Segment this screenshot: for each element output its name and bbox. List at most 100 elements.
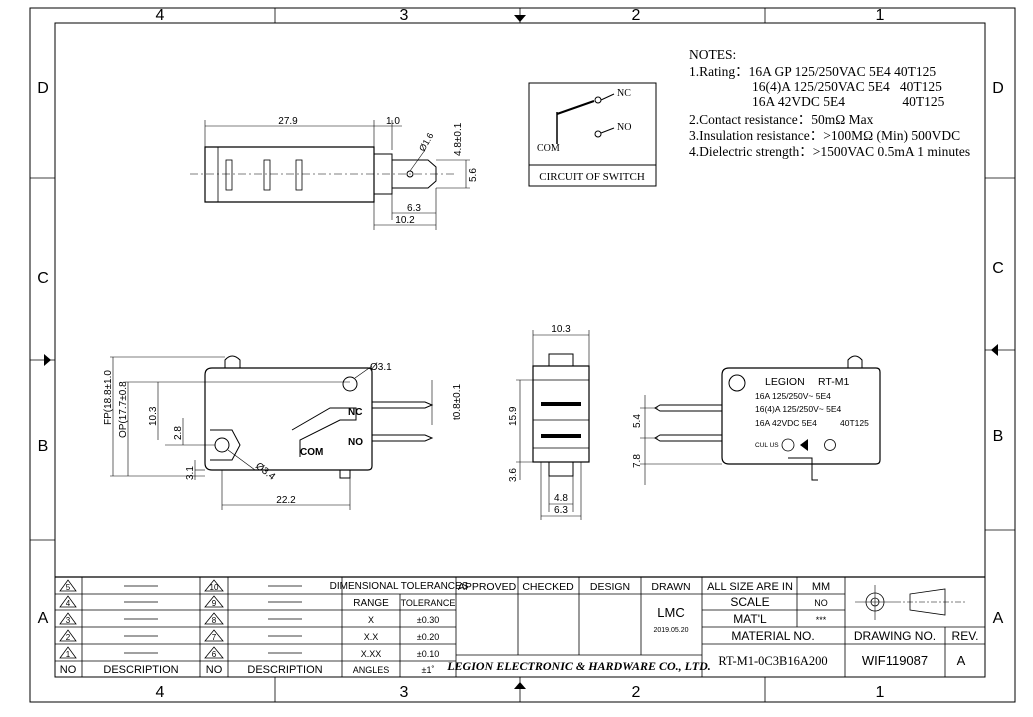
signoff-drawn: DRAWN	[651, 581, 690, 593]
front-brand: LEGION	[765, 376, 805, 388]
signoff-design: DESIGN	[590, 581, 630, 593]
rev-num-2: 2	[66, 633, 71, 642]
tol-value-angles: ±1˚	[422, 665, 435, 675]
title-block: 5 4 3 2 1 10 9 8 7 6 NO DESCRIPTION NO D…	[55, 576, 985, 677]
matl-value: ***	[816, 615, 827, 625]
size-value: MM	[812, 581, 830, 593]
dim-top-hole: Ø1.6	[417, 131, 435, 153]
dim-side-3-4: Ø3.4	[253, 461, 277, 483]
front-rating-1: 16A 125/250V~ 5E4	[755, 391, 831, 401]
notes-heading: NOTES:	[689, 47, 736, 62]
col-label-3-bottom: 3	[400, 684, 409, 701]
tol-range-xxx: X.XX	[361, 649, 382, 659]
rev-desc-header-left: DESCRIPTION	[103, 664, 178, 676]
note-contact: 2.Contact resistance：50mΩ Max	[689, 112, 874, 127]
scale-value: NO	[814, 598, 828, 608]
dim-end-10-3: 10.3	[551, 324, 571, 335]
material-no-label: MATERIAL NO.	[731, 629, 814, 643]
dim-side-10-3: 10.3	[148, 406, 159, 426]
dim-top-27-9: 27.9	[278, 116, 298, 127]
circuit-no-label: NO	[617, 122, 631, 133]
rev-num-10: 10	[210, 583, 219, 592]
rev-desc-header-right: DESCRIPTION	[247, 664, 322, 676]
note-rating-3: 16A 42VDC 5E4 40T125	[752, 94, 945, 109]
front-view: LEGION RT-M1 16A 125/250V~ 5E4 16(4)A 12…	[632, 355, 881, 485]
company-name: LEGION ELECTRONIC & HARDWARE CO., LTD.	[446, 659, 711, 673]
row-label-a-right: A	[993, 610, 1004, 627]
tol-value-xxx: ±0.10	[417, 649, 439, 659]
row-label-b: B	[38, 438, 49, 455]
outer-border	[29, 7, 1016, 703]
note-dielectric: 4.Dielectric strength：>1500VAC 0.5mA 1 m…	[689, 144, 970, 159]
front-model: RT-M1	[818, 376, 849, 388]
note-insulation: 3.Insulation resistance：>100MΩ (Min) 500…	[689, 128, 960, 143]
tol-range-xx: X.X	[364, 632, 379, 642]
tol-title: DIMENSIONAL TOLERANCES	[330, 581, 469, 592]
side-label-no: NO	[348, 437, 363, 448]
tol-range-x: X	[368, 615, 374, 625]
rev-num-9: 9	[212, 599, 217, 608]
material-no: RT-M1-0C3B16A200	[718, 654, 827, 668]
rev-num-7: 7	[212, 633, 217, 642]
tol-col-range: RANGE	[353, 598, 389, 609]
signoff-checked: CHECKED	[522, 581, 574, 593]
tuv-mark-icon	[800, 439, 808, 451]
cqc-mark-icon	[781, 438, 795, 452]
row-label-d: D	[37, 80, 49, 97]
side-view: NC NO COM Ø3.1 FP(18.8±1.0 OP(17.7±0.8 1…	[103, 355, 463, 510]
dim-front-7-8: 7.8	[632, 454, 643, 468]
dim-end-6-3: 6.3	[554, 505, 568, 516]
signoff-approved: APPROVED	[458, 581, 517, 593]
note-rating-1: 1.Rating：16A GP 125/250VAC 5E4 40T125	[689, 64, 936, 79]
circuit-com-label: COM	[537, 143, 560, 154]
rev-value: A	[957, 653, 966, 668]
circuit-diagram: NC NO COM CIRCUIT OF SWITCH	[528, 82, 657, 187]
col-label-1: 1	[876, 7, 885, 24]
rev-num-6: 6	[212, 650, 217, 659]
rev-no-header-left: NO	[60, 664, 77, 676]
info-block: ALL SIZE ARE IN MM SCALE NO MAT'L *** MA…	[707, 581, 978, 668]
tol-value-x: ±0.30	[417, 615, 439, 625]
drawing-no: WIF119087	[862, 653, 928, 668]
side-label-com: COM	[300, 447, 323, 458]
circuit-nc-label: NC	[617, 88, 631, 99]
col-label-1-bottom: 1	[876, 684, 885, 701]
dim-side-op: OP(17.7±0.8	[118, 381, 129, 438]
side-label-nc: NC	[348, 407, 362, 418]
circuit-caption: CIRCUIT OF SWITCH	[539, 171, 645, 183]
dim-top-10-2: 10.2	[395, 215, 415, 226]
dim-side-3-1b: 3.1	[185, 466, 196, 480]
note-rating-2: 16(4)A 125/250VAC 5E4 40T125	[752, 79, 942, 94]
rev-no-header-right: NO	[206, 664, 223, 676]
frame-ticks	[30, 8, 1015, 702]
dim-top-6-3: 6.3	[407, 203, 421, 214]
row-label-a: A	[38, 610, 49, 627]
signoff-block: APPROVED CHECKED DESIGN DRAWN LMC 2019.0…	[458, 581, 691, 634]
col-label-4: 4	[156, 7, 165, 24]
end-view: 10.3 15.9 3.6 4.8 6.3	[508, 324, 590, 520]
col-label-4-bottom: 4	[156, 684, 165, 701]
tol-range-angles: ANGLES	[353, 665, 390, 675]
rev-num-5: 5	[66, 583, 71, 592]
row-label-c: C	[37, 270, 49, 287]
frame-arrows	[44, 15, 998, 689]
drawing-no-label: DRAWING NO.	[854, 629, 936, 643]
dim-end-4-8: 4.8	[554, 493, 568, 504]
tolerance-table: DIMENSIONAL TOLERANCES RANGE TOLERANCE X…	[330, 581, 469, 675]
dim-top-5-6: 5.6	[468, 168, 479, 182]
rev-num-4: 4	[66, 599, 71, 608]
dim-side-fp: FP(18.8±1.0	[103, 370, 114, 425]
enec-mark-icon	[824, 439, 836, 451]
tol-col-tolerance: TOLERANCE	[401, 598, 456, 608]
col-label-2-bottom: 2	[632, 684, 641, 701]
top-view: 27.9 1.0 Ø1.6 4.8±0.1 5.6 6.3 10.2	[190, 116, 479, 230]
signoff-drawn-by: LMC	[657, 605, 684, 620]
revision-rows: 5 4 3 2 1 10 9 8 7 6 NO DESCRIPTION NO D…	[59, 579, 323, 676]
front-temp: 40T125	[840, 418, 869, 428]
col-label-2: 2	[632, 7, 641, 24]
dim-top-4-8: 4.8±0.1	[453, 122, 464, 156]
notes-block: NOTES: 1.Rating：16A GP 125/250VAC 5E4 40…	[689, 47, 970, 159]
row-label-c-right: C	[992, 260, 1004, 277]
size-label: ALL SIZE ARE IN	[707, 581, 793, 593]
